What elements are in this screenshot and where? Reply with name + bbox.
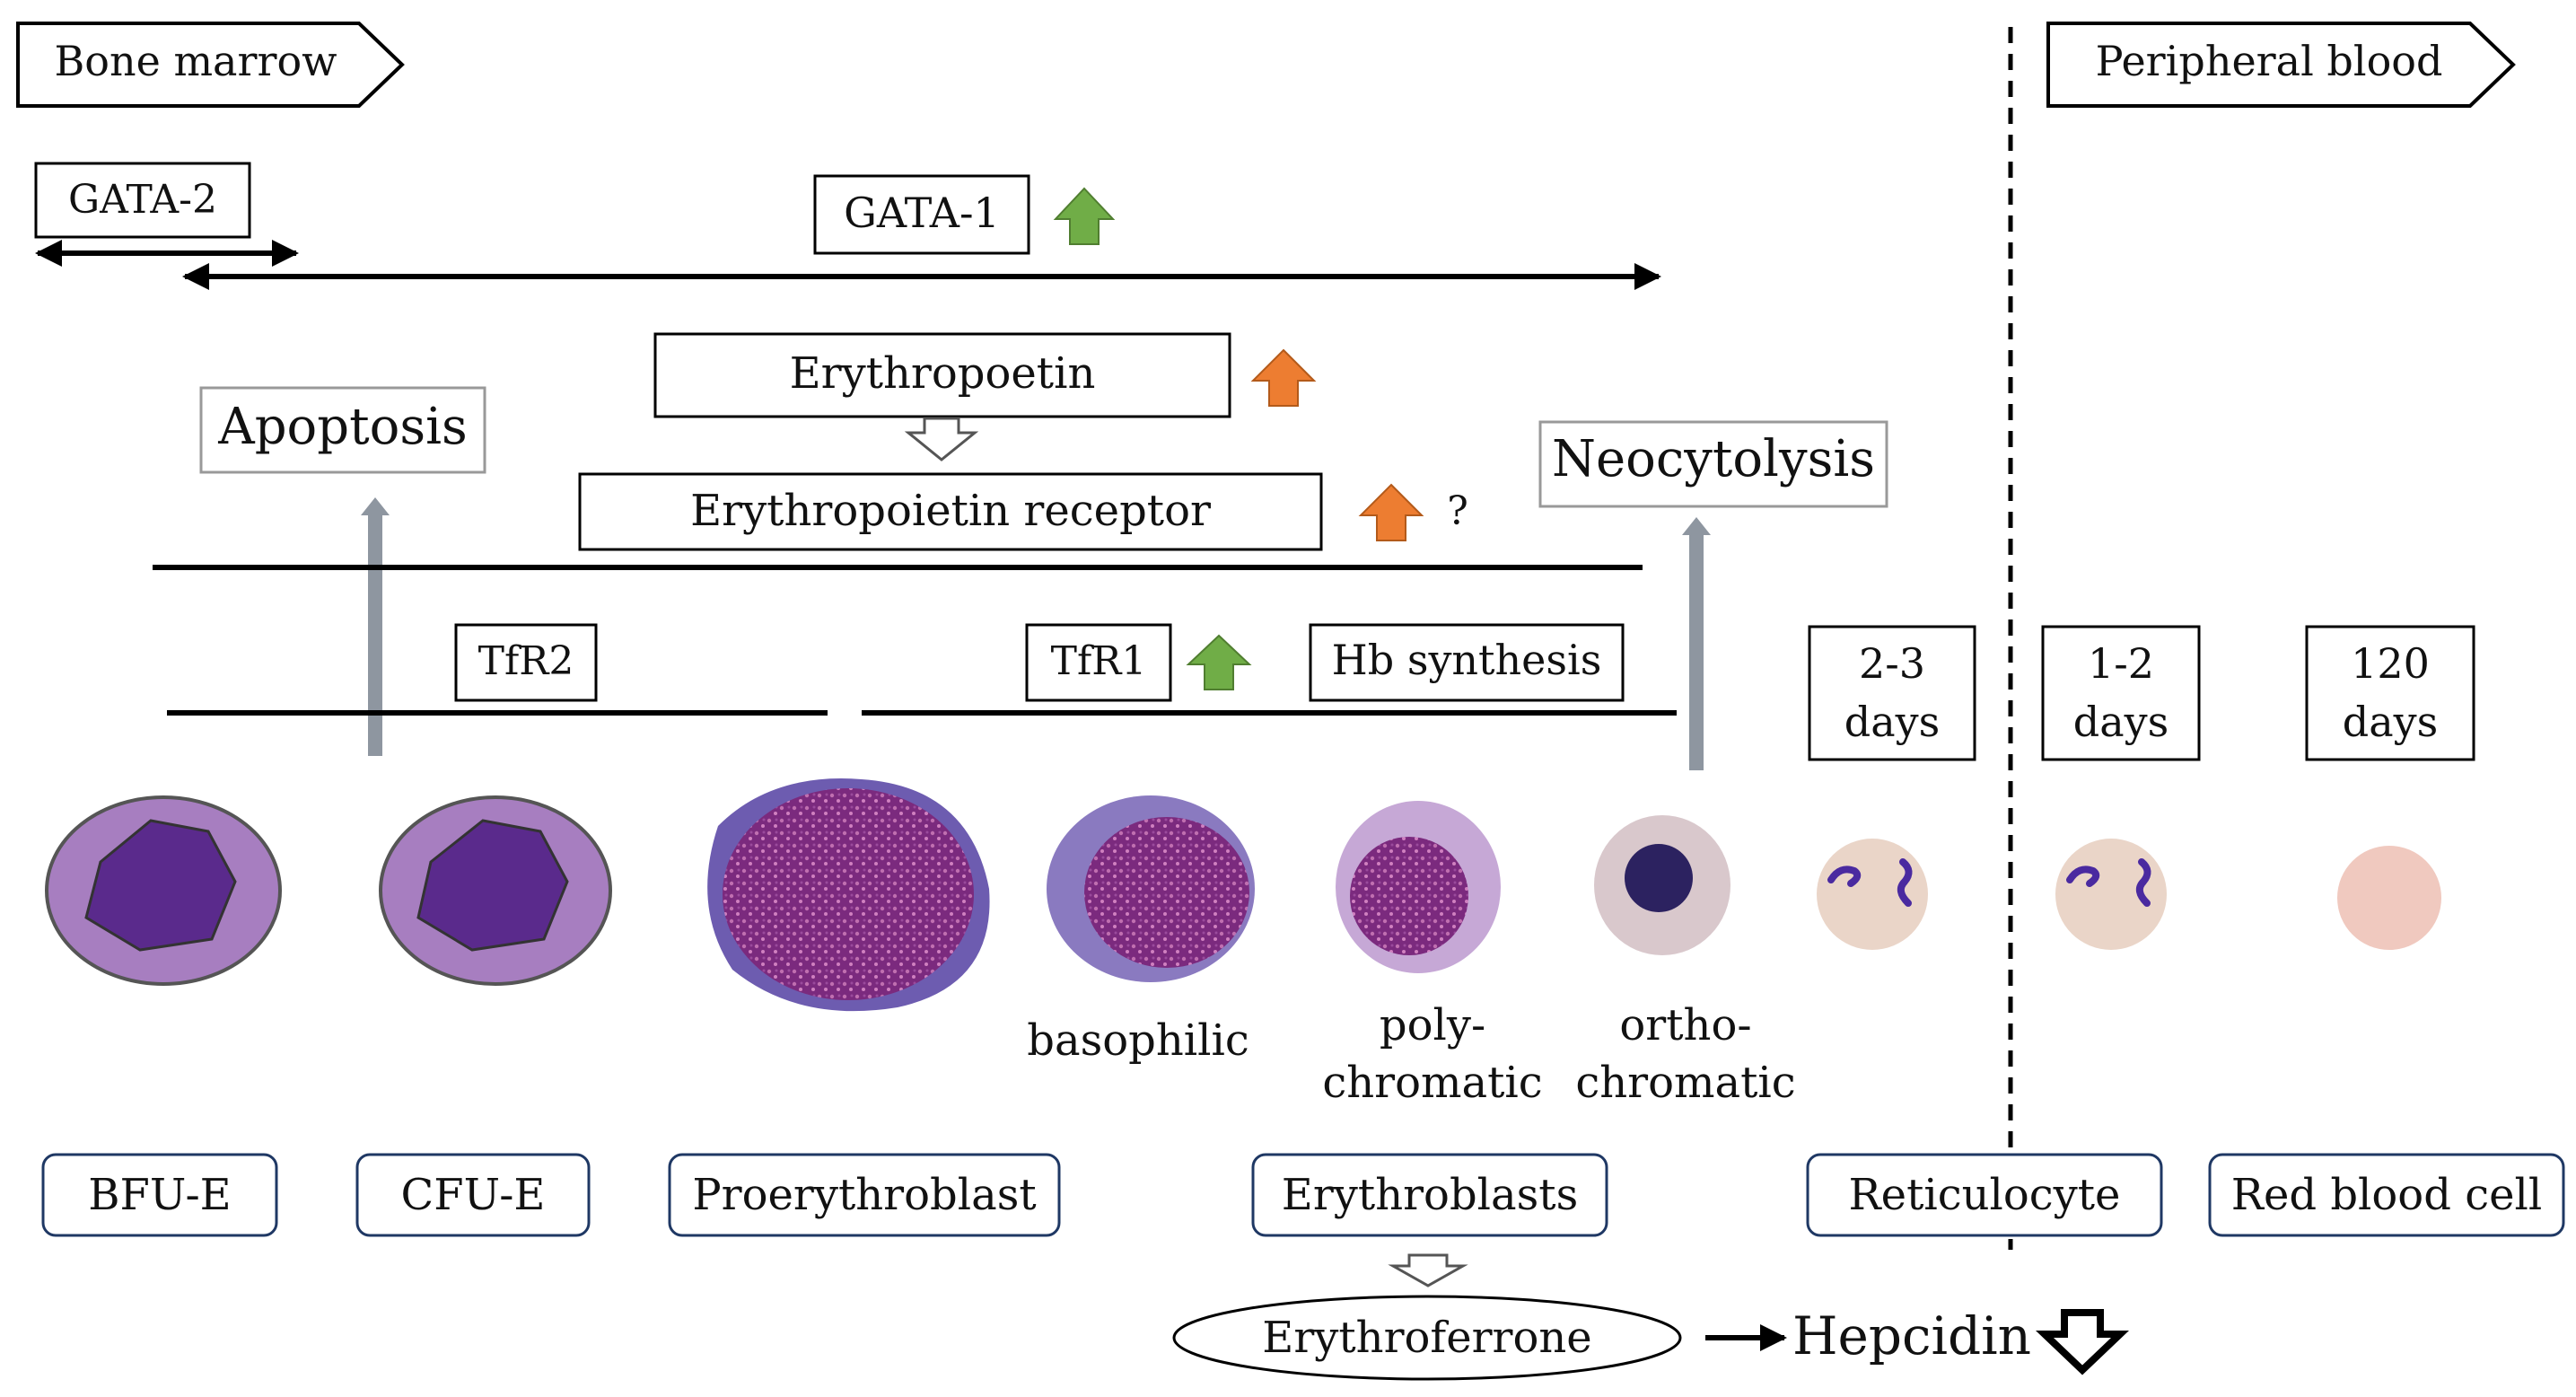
hepcidin-label: Hepcidin <box>1792 1305 2031 1366</box>
orthochromatic-label-line1: ortho- <box>1619 1000 1751 1050</box>
stage-cfu-e: CFU-E <box>355 1153 591 1237</box>
neocytolysis-box: Neocytolysis <box>1538 420 1888 508</box>
stage-red-blood-cell: Red blood cell <box>2208 1153 2565 1237</box>
stage-reticulocyte: Reticulocyte <box>1806 1153 2163 1237</box>
duration-box-reticulocyte-blood: 1-2 days <box>2041 625 2201 761</box>
gata2-box: GATA-2 <box>34 162 251 239</box>
erythroferrone-ellipse: Erythroferrone <box>1172 1295 1682 1381</box>
svg-text:CFU-E: CFU-E <box>401 1170 546 1220</box>
svg-text:Proerythroblast: Proerythroblast <box>692 1170 1036 1220</box>
neocytolysis-arrow <box>1682 517 1711 770</box>
bfu-e-cell <box>45 795 282 986</box>
svg-text:GATA-1: GATA-1 <box>844 189 1000 237</box>
proerythroblast-cell <box>707 778 990 1012</box>
unknown-mark: ? <box>1447 488 1468 534</box>
orthochromatic-label-line2: chromatic <box>1575 1058 1795 1108</box>
apoptosis-arrow <box>361 497 390 756</box>
epo-receptor-box: Erythropoietin receptor <box>578 472 1323 551</box>
svg-text:days: days <box>1844 698 1940 746</box>
stage-proerythroblast: Proerythroblast <box>668 1153 1061 1237</box>
svg-text:Erythropoetin: Erythropoetin <box>790 348 1096 399</box>
stage-bfu-e: BFU-E <box>41 1153 278 1237</box>
svg-text:days: days <box>2073 698 2169 746</box>
up-arrow-orange-icon <box>1358 483 1424 541</box>
svg-text:days: days <box>2343 698 2438 746</box>
reticulocyte-blood-cell <box>2055 839 2167 950</box>
up-arrow-orange-icon <box>1250 348 1317 407</box>
svg-text:BFU-E: BFU-E <box>88 1170 231 1220</box>
svg-text:Hb synthesis: Hb synthesis <box>1332 636 1602 684</box>
down-arrow-hollow-icon <box>2036 1309 2129 1375</box>
gata1-box: GATA-1 <box>813 174 1030 255</box>
bone-marrow-label: Bone marrow <box>16 22 405 108</box>
erythropoietin-box: Erythropoetin <box>653 332 1231 418</box>
svg-text:TfR1: TfR1 <box>1051 638 1147 684</box>
apoptosis-box: Apoptosis <box>199 386 486 474</box>
svg-text:Neocytolysis: Neocytolysis <box>1552 430 1875 488</box>
up-arrow-green-icon <box>1053 187 1116 245</box>
tfr1-box: TfR1 <box>1025 623 1172 702</box>
duration-box-reticulocyte-marrow: 2-3 days <box>1808 625 1976 761</box>
stage-erythroblasts: Erythroblasts <box>1251 1153 1608 1237</box>
svg-text:1-2: 1-2 <box>2088 639 2154 688</box>
polychromatic-erythroblast-cell <box>1336 801 1501 973</box>
peripheral-blood-label: Peripheral blood <box>2046 22 2516 108</box>
svg-text:Red blood cell: Red blood cell <box>2231 1170 2542 1220</box>
svg-text:TfR2: TfR2 <box>478 638 574 684</box>
svg-text:Apoptosis: Apoptosis <box>217 398 467 456</box>
svg-text:Erythropoietin receptor: Erythropoietin receptor <box>690 486 1211 536</box>
basophilic-label: basophilic <box>1027 1015 1249 1066</box>
basophilic-erythroblast-cell <box>1047 795 1255 982</box>
hb-synthesis-box: Hb synthesis <box>1309 623 1625 702</box>
svg-text:Reticulocyte: Reticulocyte <box>1849 1170 2121 1220</box>
svg-text:GATA-2: GATA-2 <box>68 177 217 223</box>
polychromatic-label-line1: poly- <box>1380 1000 1485 1050</box>
svg-text:120: 120 <box>2351 639 2430 688</box>
down-arrow-hollow-icon <box>904 417 979 461</box>
svg-text:Peripheral blood: Peripheral blood <box>2096 37 2443 85</box>
svg-text:Erythroblasts: Erythroblasts <box>1282 1170 1578 1220</box>
red-blood-cell <box>2337 846 2441 950</box>
svg-text:Bone marrow: Bone marrow <box>54 37 337 85</box>
svg-text:2-3: 2-3 <box>1859 639 1925 688</box>
cfu-e-cell <box>379 795 612 986</box>
up-arrow-green-icon <box>1186 634 1252 690</box>
down-arrow-hollow-icon <box>1388 1253 1468 1287</box>
duration-box-rbc: 120 days <box>2305 625 2475 761</box>
svg-text:Erythroferrone: Erythroferrone <box>1262 1313 1591 1363</box>
orthochromatic-erythroblast-cell <box>1594 815 1730 955</box>
reticulocyte-marrow-cell <box>1817 839 1928 950</box>
tfr2-box: TfR2 <box>454 623 598 702</box>
polychromatic-label-line2: chromatic <box>1322 1058 1542 1108</box>
